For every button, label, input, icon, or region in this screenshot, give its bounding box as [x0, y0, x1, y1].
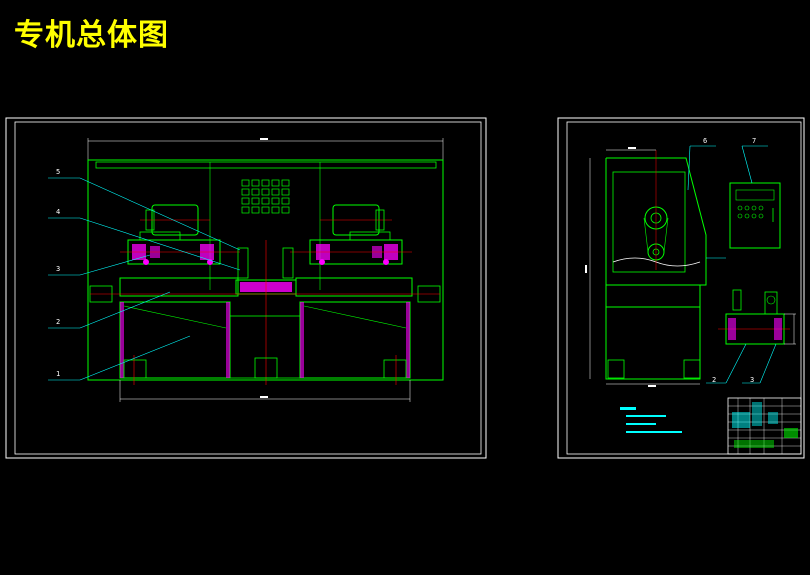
- control-button: [251, 188, 260, 196]
- cabinet-button: [758, 213, 764, 219]
- sheet-outer-border: [557, 117, 805, 459]
- left-slide-rail: [119, 277, 239, 297]
- title-block: [727, 397, 802, 455]
- control-cabinet: [729, 182, 781, 249]
- machine-housing: [87, 159, 444, 381]
- control-button-grid: [241, 179, 290, 214]
- control-button: [261, 197, 270, 205]
- front-view-sheet: 5 4 3 2 1: [5, 117, 487, 459]
- control-button: [241, 179, 250, 187]
- cabinet-button: [737, 205, 743, 211]
- central-fixture: [235, 240, 297, 385]
- technical-notes: [620, 407, 682, 433]
- control-button: [281, 206, 290, 214]
- cabinet-button: [737, 213, 743, 219]
- control-button: [261, 179, 270, 187]
- part-number-7: 7: [752, 137, 756, 145]
- control-button: [271, 188, 280, 196]
- part-number-4: 4: [56, 208, 60, 216]
- side-leader-lines: [687, 145, 777, 384]
- side-view-sheet: 6 7 2 3: [557, 117, 805, 459]
- top-dimension-text: [260, 138, 268, 140]
- control-button: [281, 197, 290, 205]
- part-number-6: 6: [703, 137, 707, 145]
- cabinet-button: [751, 205, 757, 211]
- control-button: [271, 179, 280, 187]
- control-button: [241, 197, 250, 205]
- part-number-3: 3: [56, 265, 60, 273]
- right-slide-rail: [295, 277, 413, 297]
- control-button: [281, 179, 290, 187]
- sheet-inner-border: [14, 121, 482, 455]
- control-button: [261, 188, 270, 196]
- sheet-inner-border: [566, 121, 802, 455]
- part-number-2: 2: [56, 318, 60, 326]
- part-number-1: 1: [56, 370, 60, 378]
- coolant-unit: [718, 289, 796, 345]
- side-part-number-2: 2: [712, 376, 716, 384]
- part-number-5: 5: [56, 168, 60, 176]
- side-part-number-3: 3: [750, 376, 754, 384]
- right-motor: [320, 204, 392, 236]
- control-button: [251, 179, 260, 187]
- cabinet-button: [744, 213, 750, 219]
- cabinet-button: [751, 213, 757, 219]
- front-leader-lines: [48, 177, 241, 381]
- bottom-dimension-text: [260, 396, 268, 398]
- right-spindle-head: [290, 231, 412, 265]
- side-machine-body: [605, 150, 707, 380]
- cabinet-button: [758, 205, 764, 211]
- control-button: [281, 188, 290, 196]
- control-button: [261, 206, 270, 214]
- control-button: [271, 197, 280, 205]
- control-button: [271, 206, 280, 214]
- left-spindle-head: [120, 231, 240, 265]
- cabinet-button: [744, 205, 750, 211]
- control-button: [251, 197, 260, 205]
- base-frame: [119, 301, 411, 385]
- control-button: [241, 188, 250, 196]
- control-button: [251, 206, 260, 214]
- sheet-outer-border: [5, 117, 487, 459]
- control-button: [241, 206, 250, 214]
- left-motor: [140, 204, 210, 236]
- page-title: 专机总体图: [14, 18, 169, 53]
